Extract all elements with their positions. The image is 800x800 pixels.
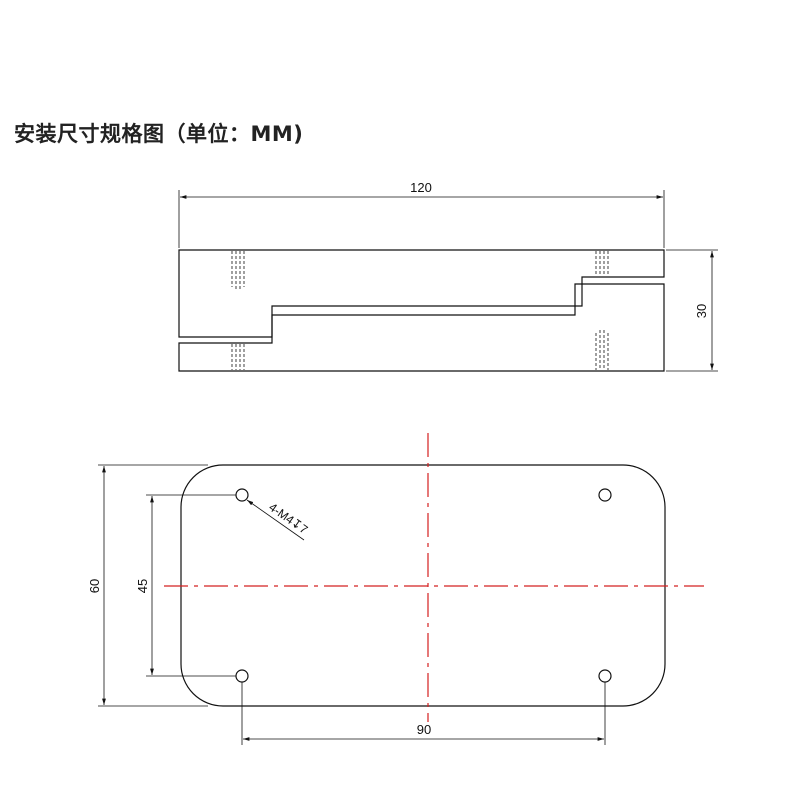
page-title: 安装尺寸规格图（单位：MM) [14, 122, 304, 146]
hidden-hole-lower-right [595, 330, 609, 370]
mounting-hole-bottom-left [235, 669, 249, 683]
top-hole-spacing-vertical-label: 45 [135, 579, 150, 593]
top-height-label: 60 [87, 579, 102, 593]
mounting-hole-top-right [598, 488, 612, 502]
mounting-hole-bottom-right [598, 669, 612, 683]
centerlines [164, 433, 704, 722]
hidden-hole-upper-right [595, 251, 609, 276]
side-view [178, 190, 718, 372]
hole-callout-leader [246, 499, 305, 541]
side-height-label: 30 [694, 304, 709, 318]
side-width-label: 120 [410, 180, 432, 195]
hidden-hole-upper-left [231, 251, 245, 290]
top-hole-spacing-horizontal-label: 90 [417, 722, 431, 737]
lower-jaw [178, 283, 665, 372]
top-view [98, 464, 666, 745]
upper-jaw [178, 249, 665, 338]
hidden-hole-lower-left [231, 344, 245, 370]
mounting-hole-top-left [235, 488, 249, 502]
